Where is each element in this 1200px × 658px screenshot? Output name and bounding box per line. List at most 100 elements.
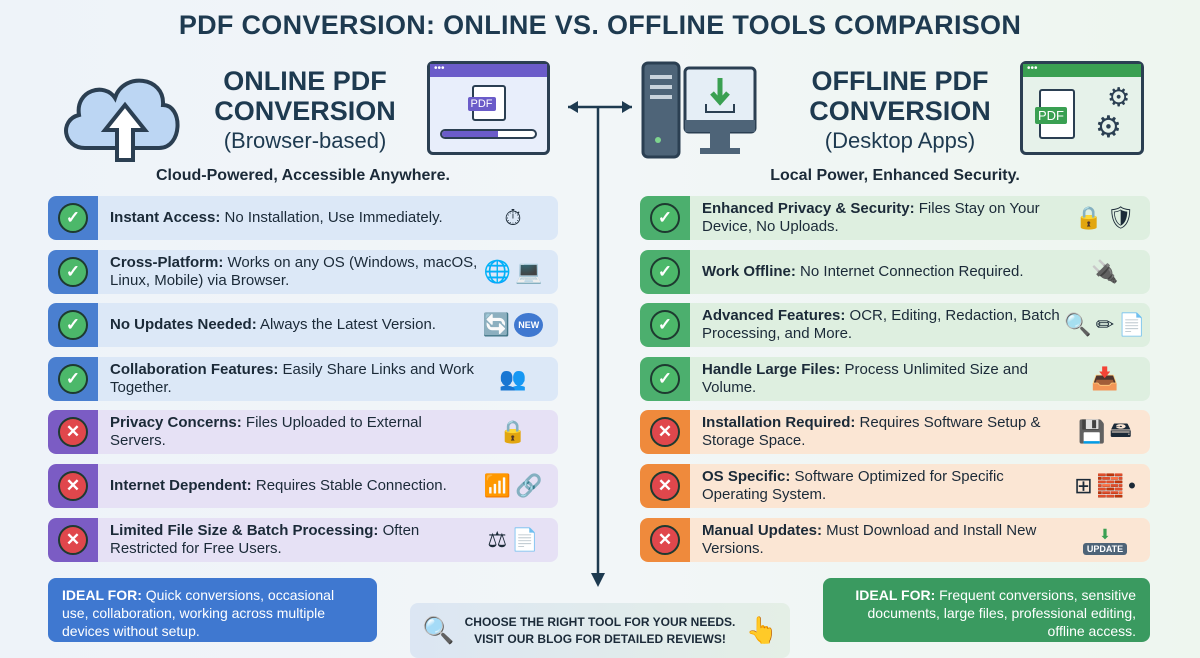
item-text: Collaboration Features: Easily Share Lin…	[98, 361, 478, 397]
pencil-icon: ✏	[1095, 312, 1115, 337]
online-heading: ONLINE PDF CONVERSION (Browser-based)	[190, 66, 420, 156]
offline-heading-line2: CONVERSION	[809, 96, 991, 126]
ideal-text: Quick conversions, occasional use, colla…	[62, 587, 335, 639]
status-stripe: ✓	[48, 250, 98, 294]
item-title: Installation Required:	[702, 414, 856, 431]
status-stripe: ✓	[640, 357, 690, 401]
window-dots: •••	[1023, 64, 1141, 77]
wifi-icon: 📶	[483, 473, 511, 498]
check-circle-icon: ✓	[58, 364, 88, 394]
status-stripe: ✕	[48, 410, 98, 454]
pdf-badge: PDF	[1035, 107, 1067, 124]
item-text: Work Offline: No Internet Connection Req…	[690, 263, 1070, 281]
item-description: Files Uploaded to External Servers.	[110, 414, 422, 449]
item-text: OS Specific: Software Optimized for Spec…	[690, 468, 1070, 504]
item-title: Collaboration Features:	[110, 361, 279, 378]
upload-tray-icon: 📥	[1091, 366, 1119, 391]
item-icons: 🔒🛡	[1070, 205, 1150, 231]
item-title: Enhanced Privacy & Security:	[702, 200, 915, 217]
item-text: Instant Access: No Installation, Use Imm…	[98, 209, 478, 227]
item-description: No Installation, Use Immediately.	[220, 209, 443, 226]
update-badge: UPDATE	[1082, 542, 1128, 555]
item-text: Installation Required: Requires Software…	[690, 414, 1070, 450]
locked-file-icon: 📄	[511, 527, 539, 552]
item-title: Handle Large Files:	[702, 361, 841, 378]
offline-con-item: ✕ Manual Updates: Must Download and Inst…	[640, 518, 1150, 562]
check-circle-icon: ✓	[58, 310, 88, 340]
item-title: Limited File Size & Batch Processing:	[110, 522, 379, 539]
magnifier-icon: 🔍	[1064, 312, 1092, 337]
status-stripe: ✕	[640, 464, 690, 508]
document-icon: 📄	[1118, 312, 1146, 337]
x-circle-icon: ✕	[650, 525, 680, 555]
status-stripe: ✕	[48, 464, 98, 508]
x-circle-icon: ✕	[650, 417, 680, 447]
item-description: Process Unlimited Size and Volume.	[702, 361, 1028, 396]
offline-heading: OFFLINE PDF CONVERSION (Desktop Apps)	[780, 66, 1020, 156]
upload-progress-bar	[440, 129, 537, 139]
devices-icon: 💻	[515, 259, 543, 284]
scale-icon: ⚖	[487, 527, 508, 552]
check-circle-icon: ✓	[58, 203, 88, 233]
online-ideal-for-box: IDEAL FOR: Quick conversions, occasional…	[48, 578, 377, 642]
status-stripe: ✓	[640, 250, 690, 294]
update-icon: ⬇UPDATE	[1082, 526, 1128, 555]
offline-pro-item: ✓ Work Offline: No Internet Connection R…	[640, 250, 1150, 294]
refresh-icon: 🔄	[482, 312, 511, 337]
cta-box[interactable]: 🔍 CHOOSE THE RIGHT TOOL FOR YOUR NEEDS. …	[410, 603, 790, 658]
offline-subheading: (Desktop Apps)	[824, 128, 976, 153]
item-text: Handle Large Files: Process Unlimited Si…	[690, 361, 1070, 397]
check-circle-icon: ✓	[650, 364, 680, 394]
online-subheading: (Browser-based)	[223, 128, 387, 153]
pdf-badge: PDF	[467, 97, 496, 111]
item-icons: 🔌	[1070, 259, 1150, 285]
ideal-text: Frequent conversions, sensitive document…	[867, 587, 1136, 639]
comparison-arrows	[568, 101, 632, 587]
document-search-icon: 🔍	[422, 615, 455, 645]
status-stripe: ✓	[48, 196, 98, 240]
item-description: Requires Software Setup & Storage Space.	[702, 414, 1041, 449]
gear-icon: ⚙	[1107, 82, 1131, 112]
online-con-item: ✕ Privacy Concerns: Files Uploaded to Ex…	[48, 410, 558, 454]
status-stripe: ✓	[640, 196, 690, 240]
ideal-label: IDEAL FOR:	[62, 587, 142, 603]
online-pro-item: ✓ Cross-Platform: Works on any OS (Windo…	[48, 250, 558, 294]
cta-line2[interactable]: VISIT OUR BLOG FOR DETAILED REVIEWS!	[474, 631, 726, 646]
desktop-computer-icon	[641, 61, 757, 159]
cta-line1: CHOOSE THE RIGHT TOOL FOR YOUR NEEDS.	[464, 614, 736, 629]
lock-cloud-icon: 🔒	[499, 419, 527, 444]
item-title: No Updates Needed:	[110, 316, 257, 333]
online-con-item: ✕ Internet Dependent: Requires Stable Co…	[48, 464, 558, 508]
item-description: Easily Share Links and Work Together.	[110, 361, 475, 396]
offline-pro-item: ✓ Enhanced Privacy & Security: Files Sta…	[640, 196, 1150, 240]
item-text: Limited File Size & Batch Processing: Of…	[98, 522, 478, 558]
offline-tagline: Local Power, Enhanced Security.	[770, 167, 1020, 184]
offline-pro-item: ✓ Handle Large Files: Process Unlimited …	[640, 357, 1150, 401]
pdf-file-icon: PDF	[1035, 89, 1075, 139]
check-circle-icon: ✓	[650, 257, 680, 287]
item-description: Must Download and Install New Versions.	[702, 522, 1037, 557]
online-tagline: Cloud-Powered, Accessible Anywhere.	[155, 167, 450, 184]
users-share-icon: 👥	[499, 366, 527, 391]
online-pro-item: ✓ Collaboration Features: Easily Share L…	[48, 357, 558, 401]
online-heading-line1: ONLINE PDF	[223, 66, 387, 96]
page-title: PDF CONVERSION: ONLINE VS. OFFLINE TOOLS…	[178, 10, 1022, 40]
item-title: Cross-Platform:	[110, 254, 224, 271]
item-icons: 👥	[478, 366, 558, 392]
online-con-item: ✕ Limited File Size & Batch Processing: …	[48, 518, 558, 562]
check-circle-icon: ✓	[58, 257, 88, 287]
pointer-hand-icon: 👆	[745, 615, 778, 645]
item-text: Internet Dependent: Requires Stable Conn…	[98, 477, 478, 495]
status-stripe: ✕	[640, 410, 690, 454]
item-title: Manual Updates:	[702, 522, 823, 539]
brick-icon: 🧱	[1096, 473, 1125, 498]
item-title: Internet Dependent:	[110, 477, 252, 494]
item-text: Cross-Platform: Works on any OS (Windows…	[98, 254, 478, 290]
status-stripe: ✕	[640, 518, 690, 562]
item-title: Instant Access:	[110, 209, 221, 226]
item-icons: ⊞🧱•	[1070, 473, 1150, 499]
monitor-plug-icon: 🔌	[1091, 259, 1119, 284]
item-description: No Internet Connection Required.	[795, 263, 1024, 280]
installer-icon: 💾	[1078, 419, 1106, 444]
online-pro-item: ✓ No Updates Needed: Always the Latest V…	[48, 303, 558, 347]
